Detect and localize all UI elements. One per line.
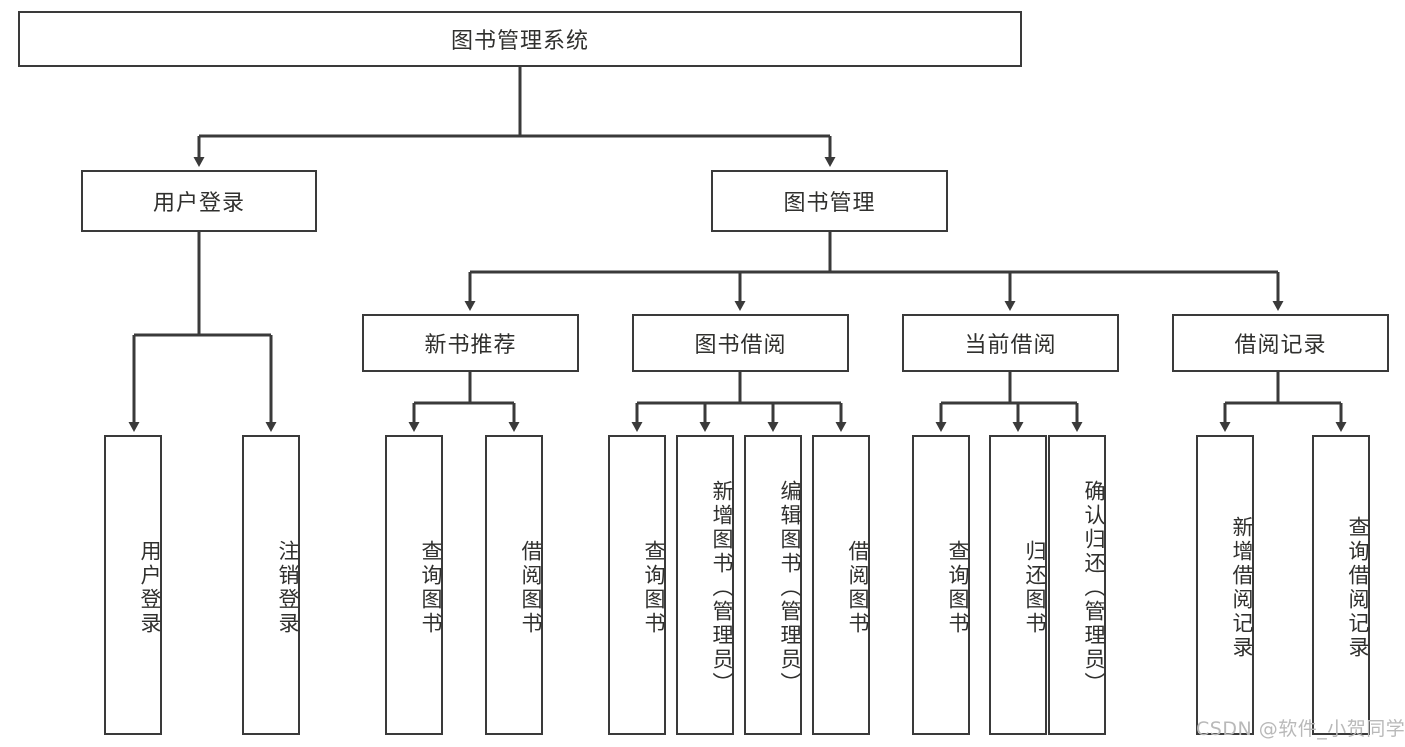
node-book-management[interactable]: 图书管理 — [711, 170, 948, 232]
csdn-watermark: CSDN @软件_小贺同学 — [1196, 718, 1405, 740]
leaf-return-book[interactable]: 归还图书 — [989, 435, 1047, 735]
node-root[interactable]: 图书管理系统 — [18, 11, 1022, 67]
node-user-login[interactable]: 用户登录 — [81, 170, 317, 232]
leaf-borrow-book[interactable]: 借阅图书 — [812, 435, 870, 735]
leaf-add-book-admin[interactable]: 新增图书（管理员） — [676, 435, 734, 735]
leaf-edit-book-admin[interactable]: 编辑图书（管理员） — [744, 435, 802, 735]
leaf-borrow-book-recommend[interactable]: 借阅图书 — [485, 435, 543, 735]
leaf-query-borrow-record[interactable]: 查询借阅记录 — [1312, 435, 1370, 735]
node-new-book-recommend[interactable]: 新书推荐 — [362, 314, 579, 372]
leaf-query-book-current[interactable]: 查询图书 — [912, 435, 970, 735]
leaf-query-book-borrow[interactable]: 查询图书 — [608, 435, 666, 735]
node-borrow-record[interactable]: 借阅记录 — [1172, 314, 1389, 372]
leaf-logout[interactable]: 注销登录 — [242, 435, 300, 735]
leaf-user-login[interactable]: 用户登录 — [104, 435, 162, 735]
leaf-add-borrow-record[interactable]: 新增借阅记录 — [1196, 435, 1254, 735]
node-current-borrow[interactable]: 当前借阅 — [902, 314, 1119, 372]
leaf-confirm-return-admin[interactable]: 确认归还（管理员） — [1048, 435, 1106, 735]
node-book-borrow[interactable]: 图书借阅 — [632, 314, 849, 372]
leaf-query-book-recommend[interactable]: 查询图书 — [385, 435, 443, 735]
